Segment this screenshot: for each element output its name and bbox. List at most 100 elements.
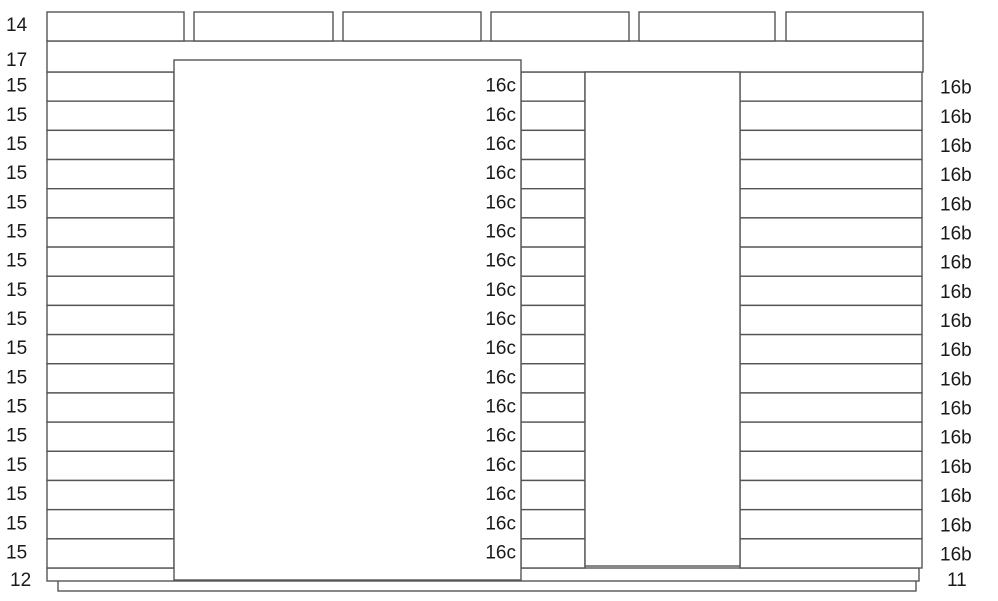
left-course-label: 15 xyxy=(6,484,27,505)
middle-course-label: 16c xyxy=(485,426,516,447)
middle-course-label: 16c xyxy=(485,397,516,418)
diagram-shapes xyxy=(46,11,924,592)
middle-course-label: 16c xyxy=(485,105,516,126)
top-band-label: 17 xyxy=(6,50,27,71)
right-course-block xyxy=(739,479,923,511)
left-course-label: 15 xyxy=(6,455,27,476)
left-course-block xyxy=(46,158,175,190)
left-course-block xyxy=(46,246,175,277)
right-course-block xyxy=(739,246,923,277)
right-course-block xyxy=(739,71,923,102)
left-course-block xyxy=(46,538,175,569)
middle-course-block xyxy=(520,363,586,394)
right-inner-panel xyxy=(584,71,741,567)
right-course-block xyxy=(739,333,923,365)
left-course-block xyxy=(46,421,175,452)
base-left-label: 12 xyxy=(10,570,31,591)
right-course-block xyxy=(739,538,923,569)
left-course-label: 15 xyxy=(6,397,27,418)
right-course-block xyxy=(739,304,923,336)
middle-course-block xyxy=(520,479,586,511)
right-course-block xyxy=(739,100,923,132)
left-course-block xyxy=(46,100,175,132)
left-course-block xyxy=(46,71,175,102)
right-course-label: 16b xyxy=(940,369,972,390)
middle-course-block xyxy=(520,450,586,482)
left-course-block xyxy=(46,129,175,161)
right-course-label: 16b xyxy=(940,399,972,420)
right-course-label: 16b xyxy=(940,340,972,361)
right-course-label: 16b xyxy=(940,223,972,244)
left-course-block xyxy=(46,304,175,336)
middle-course-block xyxy=(520,246,586,277)
left-course-label: 15 xyxy=(6,309,27,330)
left-course-label: 15 xyxy=(6,513,27,534)
top-tile xyxy=(193,11,334,42)
middle-course-block xyxy=(520,275,586,307)
right-course-label: 16b xyxy=(940,428,972,449)
right-course-label: 16b xyxy=(940,165,972,186)
diagram-labels: 14 17 15 16c 16b 15 16c 16b 15 16c 16b 15 16c 16b 15 16… xyxy=(6,15,972,591)
middle-course-label: 16c xyxy=(485,513,516,534)
right-course-block xyxy=(739,392,923,423)
left-course-label: 15 xyxy=(6,542,27,563)
top-tile xyxy=(490,11,630,42)
right-course-block xyxy=(739,421,923,452)
right-course-block xyxy=(739,217,923,248)
middle-course-block xyxy=(520,538,586,569)
top-tile xyxy=(638,11,776,42)
right-course-block xyxy=(739,363,923,394)
right-course-label: 16b xyxy=(940,194,972,215)
middle-course-label: 16c xyxy=(485,367,516,388)
right-course-block xyxy=(739,450,923,482)
left-course-block xyxy=(46,275,175,307)
right-course-label: 16b xyxy=(940,136,972,157)
middle-course-block xyxy=(520,71,586,102)
right-course-block xyxy=(739,188,923,219)
left-course-block xyxy=(46,333,175,365)
right-course-label: 16b xyxy=(940,544,972,565)
left-course-label: 15 xyxy=(6,76,27,97)
left-course-label: 15 xyxy=(6,338,27,359)
top-tile xyxy=(46,11,185,42)
right-course-block xyxy=(739,275,923,307)
middle-course-label: 16c xyxy=(485,484,516,505)
middle-course-block xyxy=(520,129,586,161)
left-course-label: 15 xyxy=(6,251,27,272)
middle-course-block xyxy=(520,217,586,248)
left-course-label: 15 xyxy=(6,280,27,301)
middle-course-label: 16c xyxy=(485,251,516,272)
middle-course-label: 16c xyxy=(485,76,516,97)
left-course-block xyxy=(46,392,175,423)
right-course-label: 16b xyxy=(940,78,972,99)
top-tile xyxy=(342,11,482,42)
middle-course-label: 16c xyxy=(485,309,516,330)
right-course-label: 16b xyxy=(940,311,972,332)
left-course-block xyxy=(46,450,175,482)
top-tile-label: 14 xyxy=(6,15,28,36)
middle-course-label: 16c xyxy=(485,338,516,359)
right-course-label: 16b xyxy=(940,282,972,303)
middle-course-block xyxy=(520,188,586,219)
middle-course-label: 16c xyxy=(485,280,516,301)
middle-course-label: 16c xyxy=(485,134,516,155)
top-tile xyxy=(785,11,924,42)
middle-course-block xyxy=(520,421,586,452)
middle-course-label: 16c xyxy=(485,455,516,476)
right-course-label: 16b xyxy=(940,457,972,478)
middle-course-label: 16c xyxy=(485,192,516,213)
left-course-block xyxy=(46,508,175,540)
middle-course-label: 16c xyxy=(485,542,516,563)
middle-course-block xyxy=(520,304,586,336)
right-course-block xyxy=(739,129,923,161)
right-course-label: 16b xyxy=(940,486,972,507)
left-course-label: 15 xyxy=(6,367,27,388)
left-course-block xyxy=(46,479,175,511)
right-course-label: 16b xyxy=(940,107,972,128)
right-course-label: 16b xyxy=(940,253,972,274)
right-course-label: 16b xyxy=(940,515,972,536)
left-course-label: 15 xyxy=(6,134,27,155)
left-course-label: 15 xyxy=(6,192,27,213)
